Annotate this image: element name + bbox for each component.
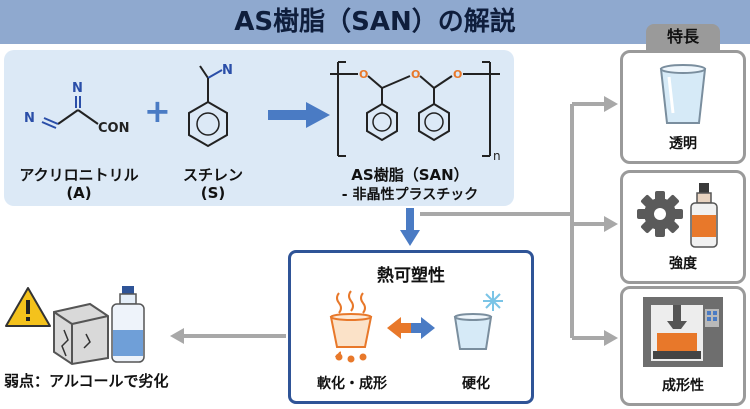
snowflake-icon — [483, 291, 503, 311]
oxygen-1: O — [359, 68, 368, 81]
reaction-arrow — [268, 102, 330, 128]
oxygen-3: O — [453, 68, 462, 81]
glass-icon — [659, 64, 707, 124]
cracked-block-icon — [53, 302, 109, 366]
feature-label-strength: 強度 — [669, 256, 697, 272]
oxygen-2: O — [411, 68, 420, 81]
group-con: CON — [98, 121, 129, 136]
soften-label: 軟化・成形 — [317, 376, 387, 392]
acrylonitrile-structure: N N CON — [24, 81, 129, 136]
monomer-a-name: アクリロニトリル — [19, 166, 139, 184]
features-heading: 特長 — [646, 24, 720, 50]
harden-label: 硬化 — [462, 376, 490, 392]
subscript-n: n — [493, 149, 501, 163]
warning-icon — [5, 287, 51, 327]
atom-n-top: N — [72, 81, 83, 96]
double-arrow-icon — [387, 317, 435, 339]
styrene-structure: N — [188, 63, 233, 148]
atom-n-left: N — [24, 111, 35, 126]
cold-cup-icon — [453, 291, 503, 350]
title-bar — [0, 0, 750, 44]
molding-machine-icon — [643, 297, 723, 367]
thermoplastic-box: 熱可塑性 軟化・成形 硬化 — [288, 250, 534, 404]
gear-bottle-icon — [637, 183, 718, 248]
feature-card-strength: 強度 — [620, 170, 746, 284]
reaction-panel — [4, 50, 514, 206]
monomer-s-code: (S) — [200, 184, 226, 202]
thermoplastic-heading: 熱可塑性 — [377, 266, 445, 286]
product-note: - 非晶性プラスチック — [341, 187, 479, 203]
feature-card-transparent: 透明 — [620, 50, 746, 164]
weakness-label: 弱点：アルコールで劣化 — [4, 372, 169, 390]
feature-label-transparent: 透明 — [669, 136, 697, 152]
bottle-icon — [111, 286, 145, 363]
page-title: AS樹脂（SAN）の解説 — [234, 7, 516, 37]
feature-card-moldability: 成形性 — [620, 286, 746, 406]
feature-label-moldability: 成形性 — [662, 378, 704, 394]
product-name: AS樹脂（SAN） — [351, 166, 469, 184]
atom-n: N — [222, 63, 233, 78]
polymer-structure: n O O O — [330, 61, 501, 163]
heated-cup-icon — [329, 290, 373, 363]
monomer-s-name: スチレン — [182, 166, 243, 184]
monomer-a-code: (A) — [66, 184, 92, 202]
plus-sign: + — [144, 92, 171, 130]
weakness-illustration — [5, 286, 145, 366]
